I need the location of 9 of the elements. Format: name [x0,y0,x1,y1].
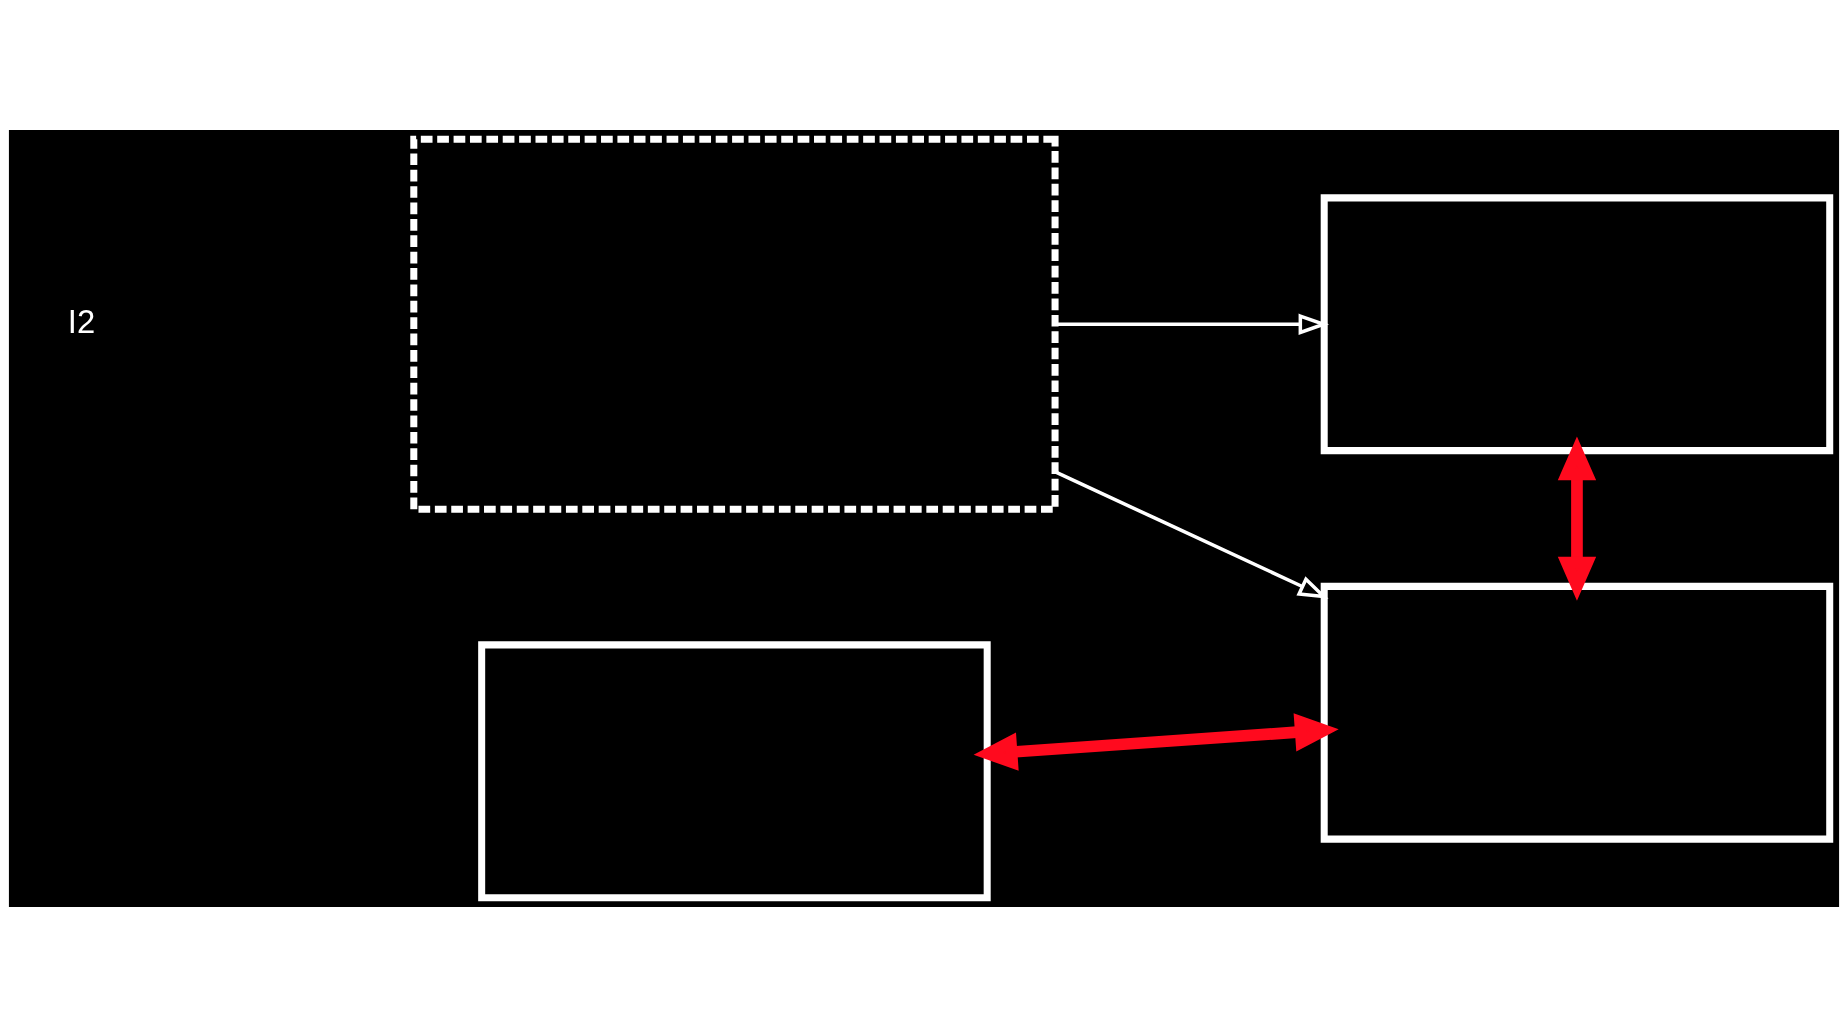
node-box [410,135,1059,513]
arrow [973,712,1339,771]
arrow [1557,435,1597,601]
node-box [1320,193,1834,454]
label: I2 [67,302,96,340]
arrow [1055,313,1330,335]
node-box [478,640,991,901]
arrow [1054,469,1329,599]
node-box [1320,582,1834,843]
